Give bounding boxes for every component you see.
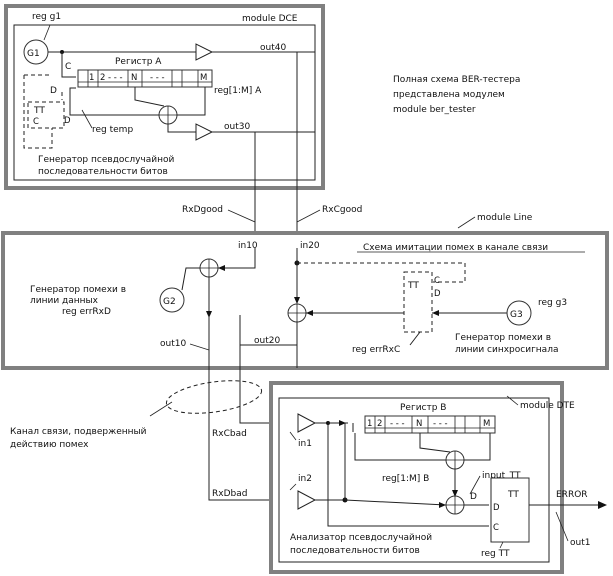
data-d-label: D: [50, 86, 57, 96]
dte-tt-label: TT: [507, 490, 519, 500]
out1-label: out1: [570, 538, 590, 548]
register-a: 1 2 - - - N - - - M: [77, 69, 213, 88]
err-rxc-label: reg errRxC: [352, 345, 400, 355]
dte-tt-c: C: [493, 523, 499, 533]
in2-label: in2: [298, 474, 312, 484]
out40-buffer: [195, 43, 214, 61]
note-line: Полная схема BER-тестера: [393, 75, 520, 85]
rxd-good-label: RxDgood: [182, 205, 223, 215]
channel-caption: Канал связи, подверженный: [10, 427, 147, 437]
in2-buffer: [297, 490, 317, 510]
g2-caption: reg errRxD: [62, 307, 111, 317]
module-dte: module DTE in1 Регистр В 1 2 - - - N - -…: [269, 381, 607, 574]
register-b: 1 2 - - - N - - - M: [364, 415, 496, 434]
rxc-good-label: RxCgood: [322, 205, 362, 215]
rxc-bad-label: RxCbad: [212, 429, 247, 439]
reg-b-cell: N: [416, 419, 422, 429]
an-caption-2: последовательности битов: [290, 546, 420, 556]
channel-caption: действию помех: [10, 440, 89, 450]
clk-c-label: C: [65, 62, 71, 72]
note-line: представлена модулем: [393, 90, 505, 100]
in1-label: in1: [298, 439, 312, 449]
reg-tt-label: reg TT: [481, 549, 510, 559]
g3-label: G3: [510, 310, 523, 320]
gen-caption-1: Генератор псевдослучайной: [38, 155, 175, 165]
reg-a-title: Регистр А: [115, 57, 162, 67]
note-line: module ber_tester: [393, 105, 476, 115]
tt-temp-register: [27, 101, 65, 129]
g2-label: G2: [163, 297, 176, 307]
line-tt-c: C: [434, 276, 440, 286]
reg-b-cell: - - -: [433, 419, 448, 429]
reg-a-label: reg[1:M] A: [214, 86, 262, 96]
module-dte-title: module DTE: [520, 401, 575, 411]
dte-tt-d: D: [493, 503, 500, 513]
rxd-bad-label: RxDbad: [212, 489, 247, 499]
in10-label: in10: [238, 241, 258, 251]
out20-label: out20: [254, 336, 280, 346]
tt-c: C: [33, 117, 39, 127]
module-dce: module DCE G1 reg g1 out40 C Регистр А 1…: [4, 4, 325, 190]
g2-caption: линии данных: [30, 296, 99, 306]
note: Полная схема BER-тестера представлена мо…: [393, 75, 520, 115]
gen-caption-2: последовательности битов: [38, 167, 168, 177]
d-small-label: D: [470, 492, 477, 502]
g2-generator: [159, 287, 185, 313]
error-label: ERROR: [556, 490, 588, 500]
reg-g1-label: reg g1: [32, 12, 61, 22]
reg-a-cell: 1: [89, 73, 94, 83]
out10-label: out10: [160, 339, 186, 349]
reg-b-label: reg[1:M] B: [382, 474, 429, 484]
g2-caption: Генератор помехи в: [30, 285, 126, 295]
line-tt-d: D: [434, 289, 441, 299]
out40-label: out40: [260, 43, 286, 53]
line-tt-label: TT: [407, 281, 419, 291]
reg-a-cell: - - -: [108, 73, 123, 83]
in20-label: in20: [300, 241, 320, 251]
tt-error-register: [490, 477, 530, 543]
module-line-title: module Line: [477, 213, 533, 223]
reg-a-cell: - - -: [150, 73, 165, 83]
reg-b-cell: 1: [367, 419, 372, 429]
tt-err-rxc-register: [403, 271, 433, 333]
g3-caption: Генератор помехи в: [455, 333, 551, 343]
g3-generator: [506, 300, 532, 326]
tt-label: TT: [33, 106, 45, 116]
reg-temp-label: reg temp: [92, 125, 133, 135]
reg-a-cell: 2: [100, 73, 105, 83]
an-caption-1: Анализатор псевдослучайной: [290, 533, 432, 543]
in1-buffer: [297, 413, 317, 433]
g1-label: G1: [27, 49, 40, 59]
reg-b-cell: M: [483, 419, 490, 429]
reg-a-cell: M: [200, 73, 207, 83]
tt-d: D: [64, 116, 71, 126]
channel-ellipse: [165, 380, 263, 414]
out30-label: out30: [224, 122, 250, 132]
out30-buffer: [195, 123, 214, 141]
reg-a-cell: N: [131, 73, 137, 83]
reg-g3-label: reg g3: [538, 298, 567, 308]
reg-b-cell: - - -: [390, 419, 405, 429]
reg-b-cell: 2: [377, 419, 382, 429]
line-scheme-label: Схема имитации помех в канале связи: [363, 243, 548, 253]
g3-caption: линии синхросигнала: [455, 345, 558, 355]
module-dce-title: module DCE: [242, 14, 298, 24]
module-line: module Line Схема имитации помех в канал…: [1, 213, 609, 390]
input-tt-label: input_TT: [482, 471, 521, 481]
reg-b-title: Регистр В: [400, 403, 446, 413]
